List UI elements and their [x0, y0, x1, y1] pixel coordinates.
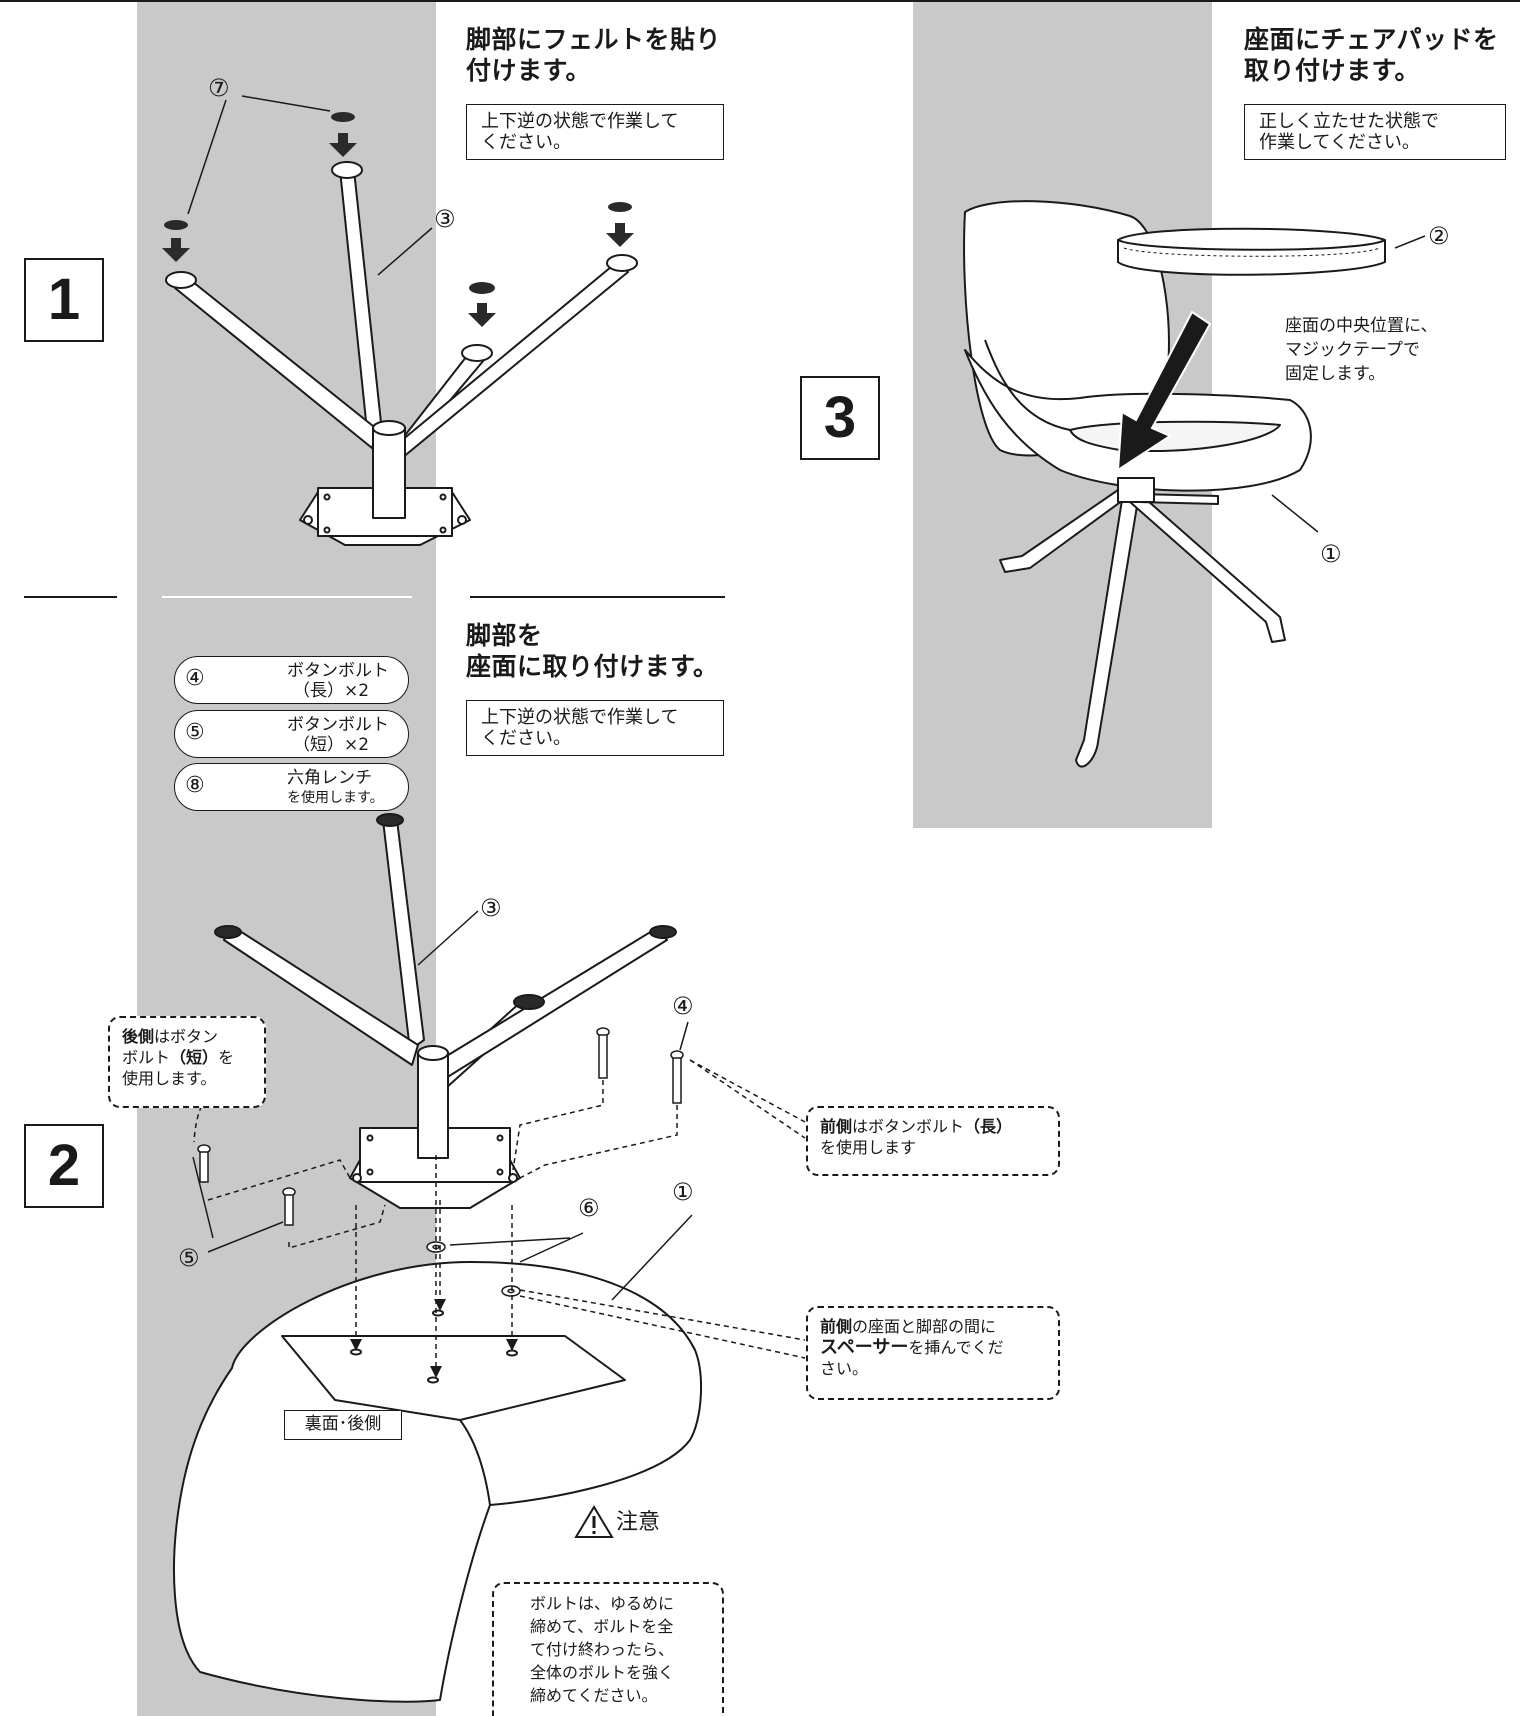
- label-felt-7: ⑦: [208, 74, 230, 102]
- callout-bold: （長）: [964, 1117, 1013, 1136]
- step2-title: 脚部を 座面に取り付けます。: [466, 620, 719, 682]
- step2-seat-underside-illustration: [173, 1261, 703, 1703]
- bolts: [197, 1027, 684, 1226]
- part-spec: （短）×2: [293, 735, 370, 755]
- callout-text: を挿んでくだ: [908, 1338, 1004, 1357]
- step3-title-line: 取り付けます。: [1244, 56, 1421, 85]
- part-number: ⑤: [185, 720, 205, 745]
- step1-note: 上下逆の状態で作業して ください。: [466, 104, 724, 160]
- step2-number: 2: [24, 1124, 104, 1208]
- caution-line: て付け終わったら、: [530, 1640, 675, 1659]
- part-name: 六角レンチ: [287, 768, 372, 788]
- step1-number: 1: [24, 258, 104, 342]
- callout-text: の座面と脚部の間に: [852, 1317, 997, 1336]
- part-number: ⑧: [185, 773, 205, 798]
- step3-instruction-line: 固定します。: [1285, 364, 1386, 384]
- caution-triangle-icon: [574, 1505, 614, 1538]
- alignment-dashes: [193, 1059, 806, 1378]
- caution-line: 締めてください。: [530, 1686, 658, 1705]
- step3-chair-illustration: [963, 200, 1312, 768]
- caution-heading: 注意: [616, 1510, 661, 1535]
- label-long-bolt-4: ④: [672, 992, 694, 1020]
- step3-note: 正しく立たせた状態で 作業してください。: [1244, 104, 1506, 160]
- step1-note-line: ください。: [481, 132, 571, 153]
- callout-bold: スペーサー: [820, 1337, 909, 1358]
- caution-box: ボルトは、ゆるめに 締めて、ボルトを全 て付け終わったら、 全体のボルトを強く …: [492, 1582, 724, 1716]
- label-seat-1-step3: ①: [1320, 540, 1342, 568]
- step2-note-line: 上下逆の状態で作業して: [481, 707, 679, 728]
- place-pad-arrow: [1116, 310, 1212, 472]
- part-long-bolt: ④ ボタンボルト （長）×2: [174, 656, 409, 704]
- step3-instruction-line: マジックテープで: [1285, 340, 1420, 360]
- part-spec: を使用します。: [287, 790, 384, 806]
- step2-leg-base-illustration: [214, 813, 677, 1209]
- part-hex-wrench: ⑧ 六角レンチ を使用します。: [174, 763, 409, 811]
- label-leg-3-step2: ③: [480, 894, 502, 922]
- callout-text: はボタン: [154, 1027, 219, 1046]
- felt-pads-and-arrows: [162, 112, 634, 327]
- callout-spacer: 前側の座面と脚部の間に スペーサーを挿んでくだ さい。: [806, 1306, 1060, 1400]
- step3-title-line: 座面にチェアパッドを: [1244, 25, 1499, 54]
- step2-note: 上下逆の状態で作業して ください。: [466, 700, 724, 756]
- label-seat-1-step2: ①: [672, 1178, 694, 1206]
- callout-rear-bolt: 後側はボタン ボルト（短）を 使用します。: [108, 1016, 266, 1108]
- step1-title: 脚部にフェルトを貼り 付けます。: [466, 24, 721, 86]
- part-short-bolt: ⑤ ボタンボルト （短）×2: [174, 710, 409, 758]
- callout-text: ボルト: [122, 1048, 171, 1067]
- caution-line: 締めて、ボルトを全: [530, 1617, 674, 1636]
- step1-leg-base-illustration: [165, 161, 638, 546]
- step3-note-line: 作業してください。: [1259, 132, 1420, 153]
- label-leg-3-step1: ③: [434, 205, 456, 233]
- step2-title-line: 脚部を: [466, 621, 543, 650]
- caution-line: 全体のボルトを強く: [530, 1663, 675, 1682]
- chair-pad-illustration: [1117, 227, 1386, 276]
- label-short-bolt-5: ⑤: [178, 1244, 200, 1272]
- part-spec: （長）×2: [293, 681, 370, 701]
- callout-text: を: [218, 1048, 235, 1067]
- callout-front-bolt: 前側はボタンボルト（長） を使用します: [806, 1106, 1060, 1176]
- divider-left: [24, 596, 117, 598]
- callout-bold: （短）: [170, 1048, 219, 1067]
- part-name: ボタンボルト: [287, 661, 389, 681]
- seat-underside-label: 裏面･後側: [284, 1410, 402, 1440]
- divider-right: [470, 596, 725, 598]
- step3-instruction: 座面の中央位置に、 マジックテープで 固定します。: [1285, 314, 1438, 386]
- top-rule: [0, 0, 1520, 2]
- caution-line: ボルトは、ゆるめに: [530, 1594, 675, 1613]
- step1-title-line: 脚部にフェルトを貼り: [466, 25, 722, 54]
- label-pad-2: ②: [1428, 222, 1450, 250]
- step2-note-line: ください。: [481, 728, 571, 749]
- callout-text: さい。: [820, 1359, 869, 1378]
- label-spacer-6: ⑥: [578, 1194, 600, 1222]
- callout-text: を使用します: [820, 1138, 917, 1157]
- divider-mid: [162, 596, 412, 598]
- step1-title-line: 付けます。: [466, 56, 592, 85]
- part-number: ④: [185, 666, 205, 691]
- step1-note-line: 上下逆の状態で作業して: [481, 111, 679, 132]
- step2-title-line: 座面に取り付けます。: [466, 652, 719, 681]
- callout-text: はボタンボルト: [852, 1117, 965, 1136]
- step3-note-line: 正しく立たせた状態で: [1259, 111, 1439, 132]
- callout-bold: 後側: [122, 1027, 155, 1046]
- callout-bold: 前側: [820, 1317, 853, 1336]
- callout-text: 使用します。: [122, 1069, 217, 1088]
- part-name: ボタンボルト: [287, 715, 389, 735]
- step3-number: 3: [800, 376, 880, 460]
- step3-instruction-line: 座面の中央位置に、: [1285, 316, 1438, 336]
- callout-bold: 前側: [820, 1117, 853, 1136]
- step3-title: 座面にチェアパッドを 取り付けます。: [1244, 24, 1499, 86]
